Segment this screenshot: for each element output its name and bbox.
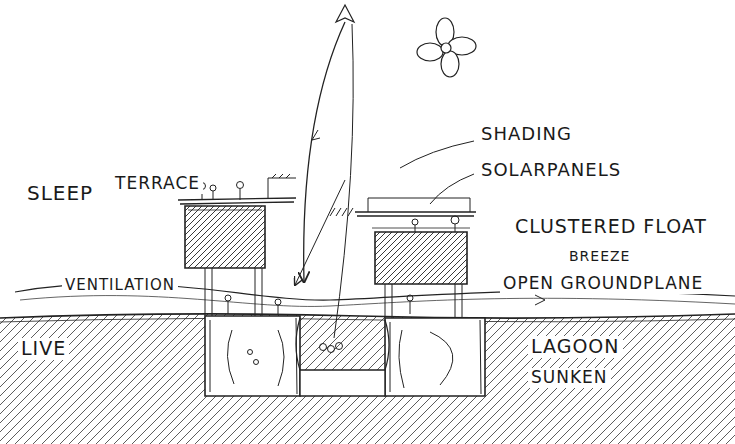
lagoon-edge	[296, 318, 389, 370]
figure-body	[278, 305, 279, 314]
label-wrap: OPEN GROUNDPLANE	[500, 274, 706, 294]
sketch-label: SUNKEN	[528, 368, 611, 388]
leader-line	[400, 141, 474, 168]
figure-group	[407, 295, 413, 314]
label-wrap: SUNKEN	[528, 368, 611, 388]
shading-strokes	[330, 208, 353, 216]
ground-line	[0, 314, 735, 318]
figure-body	[410, 301, 411, 314]
label-wrap: LAGOON	[528, 336, 623, 358]
terrace-roof	[178, 198, 296, 204]
sun-ray-arrow	[295, 180, 345, 285]
figure-dot	[254, 360, 259, 365]
sketch-stroke	[399, 330, 453, 388]
breeze-line	[20, 296, 735, 307]
ground-hatch	[0, 314, 735, 444]
figure-body	[228, 301, 229, 314]
sketch-label: SOLARPANELS	[478, 160, 624, 181]
tree-crown	[451, 216, 459, 224]
sun-path	[334, 24, 353, 338]
sun-ray-arrow	[304, 22, 345, 282]
label-wrap: SHADING	[478, 124, 575, 145]
sketch-label: TERRACE	[112, 174, 203, 194]
sketch-stroke	[188, 210, 262, 211]
figure-group	[225, 295, 281, 314]
figure-head	[275, 299, 281, 305]
petal	[417, 43, 443, 61]
label-wrap: CLUSTERED FLOAT	[512, 216, 710, 238]
sketch-label: VENTILATION	[62, 277, 178, 294]
figure-group	[199, 182, 244, 201]
label-wrap: TERRACE	[112, 174, 203, 194]
sketch-stroke	[312, 130, 320, 140]
sketch-label: SHADING	[478, 124, 575, 145]
ground-line	[0, 318, 735, 322]
sleep-volume	[185, 206, 265, 268]
breeze-arrow	[535, 295, 545, 305]
leader-line	[430, 174, 474, 204]
sketch-label: OPEN GROUNDPLANE	[500, 274, 706, 294]
solar-frame	[368, 198, 470, 212]
figure-body	[213, 191, 214, 200]
roof	[355, 212, 476, 216]
label-wrap: BREEZE	[566, 247, 633, 265]
label-wrap: SLEEP	[24, 182, 96, 205]
figure-group	[412, 216, 459, 232]
sleep-volume	[375, 232, 467, 284]
flower-center	[441, 43, 451, 53]
figure-dot	[248, 350, 253, 355]
figure-head	[225, 295, 231, 301]
figure-head	[210, 185, 216, 191]
figure-dot	[336, 343, 343, 350]
tree-trunk	[455, 224, 456, 232]
sketch-label: LIVE	[18, 338, 69, 360]
label-wrap: SOLARPANELS	[478, 160, 624, 181]
sketch-stroke	[390, 320, 481, 394]
sketch-label: SLEEP	[24, 182, 96, 205]
figure-dot	[320, 344, 327, 351]
petal	[441, 51, 459, 77]
sunken-room	[205, 316, 300, 396]
figure-head	[412, 219, 418, 225]
label-wrap: VENTILATION	[62, 276, 178, 294]
figure-head	[237, 182, 244, 189]
sketch-label: LAGOON	[528, 336, 623, 358]
terrace-frame	[268, 178, 296, 198]
kite-symbol	[336, 5, 354, 22]
sketch-label: BREEZE	[566, 248, 633, 264]
lagoon-pit	[300, 370, 385, 396]
flower-symbol	[417, 18, 476, 77]
sketch-label: CLUSTERED FLOAT	[512, 216, 710, 238]
figure-body	[240, 189, 241, 200]
shading-strokes	[272, 174, 290, 178]
sunken-room	[385, 318, 485, 396]
sketch-stroke	[210, 318, 297, 394]
label-wrap: LIVE	[18, 338, 69, 360]
figure-body	[415, 225, 416, 232]
sketch-stroke	[227, 330, 284, 386]
figure-dot	[328, 346, 335, 353]
